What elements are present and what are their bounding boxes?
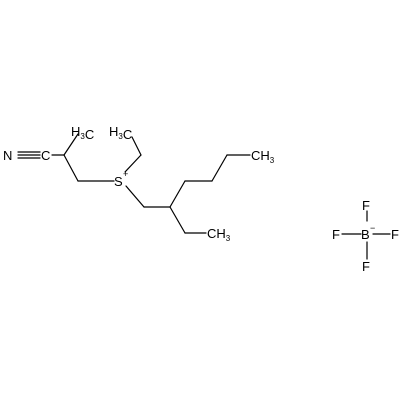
boron-label: B xyxy=(361,227,370,242)
boron-charge-label: − xyxy=(370,223,375,233)
ethyl-methyl-text: H3C xyxy=(109,124,132,142)
nitrile-nitrogen-label: N xyxy=(3,148,12,163)
bond-sulfur-to-ch2 xyxy=(125,185,145,208)
bond-ethyl-ch2-to-ch3 xyxy=(131,136,142,156)
methyl-group-label: H3C xyxy=(71,124,94,142)
fluorine-right-label: F xyxy=(391,227,399,242)
nitrile-carbon-label: C xyxy=(41,148,50,163)
hexyl-terminal-methyl-label: CH3 xyxy=(251,148,275,165)
ethyl-methyl-label: H3C xyxy=(109,124,132,142)
fluorine-bottom-label: F xyxy=(362,259,370,274)
ethyl-branch-methyl-text: CH3 xyxy=(207,226,231,243)
bond-ch-to-ch2 xyxy=(63,154,79,182)
fluorine-top-label: F xyxy=(362,198,370,213)
bond-ch-to-methyl xyxy=(63,133,79,156)
hexyl-terminal-methyl-text: CH3 xyxy=(251,148,275,165)
bond-branch-to-chain-1 xyxy=(169,180,186,208)
fluorine-left-label: F xyxy=(332,227,340,242)
bond-branch-to-ethyl-ch2 xyxy=(169,206,186,234)
methyl-group-text: H3C xyxy=(71,124,94,142)
ethyl-branch-methyl-label: CH3 xyxy=(207,226,231,243)
bond-sulfur-to-ethyl-ch2 xyxy=(124,154,142,173)
sulfur-label: S xyxy=(114,174,123,189)
sulfur-charge-label: + xyxy=(123,169,128,179)
bond-chain-2-to-3 xyxy=(211,154,228,182)
